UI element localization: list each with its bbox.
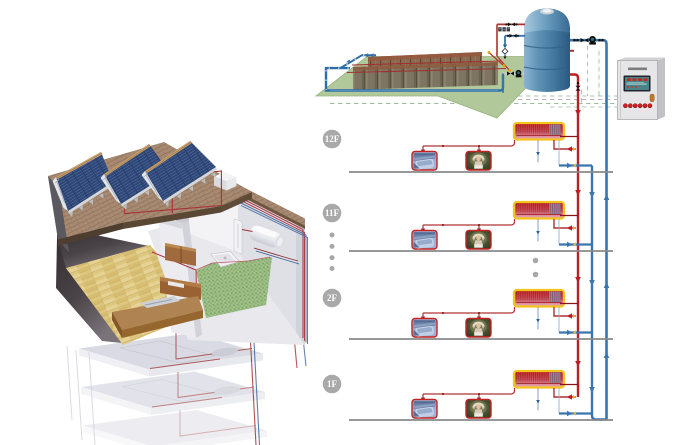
svg-text:12F: 12F: [325, 134, 340, 144]
svg-text:11F: 11F: [325, 208, 340, 218]
svg-text:1F: 1F: [327, 379, 338, 389]
svg-text:2F: 2F: [327, 293, 338, 303]
